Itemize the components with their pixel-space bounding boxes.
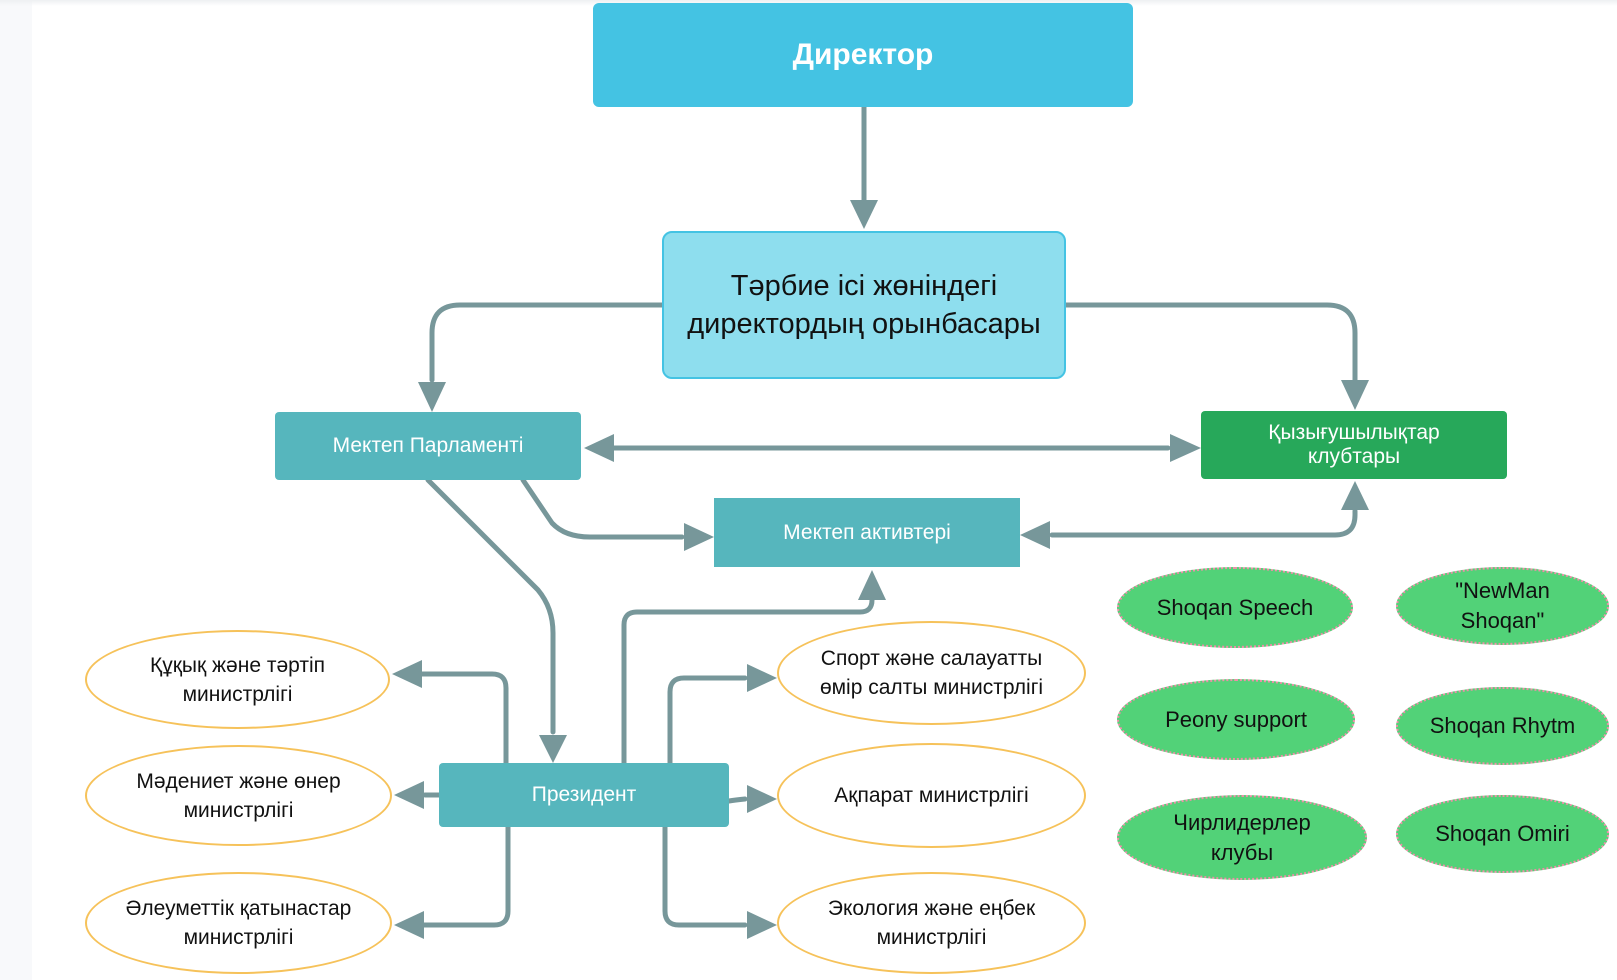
club-item[interactable]: Shoqan Omiri bbox=[1396, 795, 1609, 873]
club-label: Shoqan Rhytm bbox=[1429, 713, 1576, 738]
director-box[interactable]: Директор bbox=[593, 3, 1133, 107]
arrowhead-activists-left bbox=[684, 523, 714, 551]
ministry-social-label: Әлеуметтік қатынастар министрлігі bbox=[125, 897, 352, 949]
arrowhead-parliament-left bbox=[584, 434, 614, 462]
club-label: Shoqan Omiri bbox=[1435, 821, 1570, 846]
president-box[interactable]: Президент bbox=[439, 763, 729, 827]
connector-president-sport bbox=[667, 675, 748, 766]
arrowhead-deputy bbox=[850, 200, 878, 229]
arrowhead-social bbox=[394, 911, 424, 939]
arrowhead-activists-right bbox=[1020, 521, 1050, 549]
ministry-law[interactable]: Құқық және тәртіп министрлігі bbox=[85, 630, 390, 729]
director-label: Директор bbox=[792, 38, 934, 71]
club-label: "NewMan Shoqan" bbox=[1455, 578, 1550, 633]
ministry-ecology-label: Экология және еңбек министрлігі bbox=[827, 897, 1036, 949]
connector-president-social bbox=[421, 824, 511, 928]
connector-president-activists bbox=[621, 597, 875, 766]
club-item[interactable]: Peony support bbox=[1117, 679, 1355, 760]
president-label: Президент bbox=[531, 783, 637, 806]
arrowhead-law bbox=[392, 660, 422, 688]
club-label: Shoqan Speech bbox=[1156, 594, 1314, 620]
connector-president-eco bbox=[662, 824, 748, 928]
school-activists-label: Мектеп активтері bbox=[783, 520, 951, 544]
arrowhead-activists-up bbox=[858, 570, 886, 600]
club-item[interactable]: "NewMan Shoqan" bbox=[1396, 567, 1609, 645]
connector-clubs-activists bbox=[1049, 508, 1358, 538]
arrowhead-clubs-left bbox=[1170, 434, 1201, 462]
arrowhead-president-down bbox=[539, 735, 567, 763]
connector-president-info bbox=[726, 796, 748, 804]
ministry-sport[interactable]: Спорт және салауатты өмір салты министрл… bbox=[777, 621, 1086, 725]
connector-parliament-activists bbox=[520, 477, 685, 540]
school-activists-box[interactable]: Мектеп активтері bbox=[714, 498, 1020, 567]
arrowhead-clubs-up bbox=[1341, 481, 1369, 510]
ministry-social[interactable]: Әлеуметтік қатынастар министрлігі bbox=[85, 872, 392, 974]
school-parliament-label: Мектеп Парламенті bbox=[332, 434, 524, 457]
connector-president-law bbox=[419, 671, 509, 766]
ministry-law-label: Құқық және тәртіп министрлігі bbox=[149, 653, 326, 706]
arrowhead-eco bbox=[747, 911, 777, 939]
arrowhead-clubs bbox=[1341, 380, 1369, 410]
club-item[interactable]: Shoqan Speech bbox=[1117, 567, 1353, 648]
ministry-information-label: Ақпарат министрлігі bbox=[834, 784, 1029, 807]
ministry-ecology[interactable]: Экология және еңбек министрлігі bbox=[777, 872, 1086, 974]
school-parliament-box[interactable]: Мектеп Парламенті bbox=[275, 412, 581, 480]
interest-clubs-label: Қызығушылықтар клубтары bbox=[1268, 421, 1440, 468]
club-item[interactable]: Чирлидерлер клубы bbox=[1117, 795, 1367, 880]
connector-parliament-president bbox=[425, 477, 556, 735]
deputy-director-box[interactable]: Тәрбие ісі жөніндегі директордың орынбас… bbox=[662, 231, 1066, 379]
arrowhead-info bbox=[747, 785, 777, 813]
arrowhead-culture bbox=[394, 781, 424, 809]
connector-deputy-clubs bbox=[1063, 302, 1358, 383]
interest-clubs-box[interactable]: Қызығушылықтар клубтары bbox=[1201, 411, 1507, 479]
ministry-culture-label: Мәдениет және өнер министрлігі bbox=[136, 769, 341, 822]
ministry-culture[interactable]: Мәдениет және өнер министрлігі bbox=[85, 745, 392, 846]
club-item[interactable]: Shoqan Rhytm bbox=[1396, 687, 1609, 765]
left-margin-strip bbox=[0, 0, 32, 980]
ministry-sport-label: Спорт және салауатты өмір салты министрл… bbox=[819, 647, 1044, 699]
arrowhead-sport bbox=[747, 664, 777, 692]
club-label: Peony support bbox=[1165, 706, 1307, 732]
ministry-information[interactable]: Ақпарат министрлігі bbox=[777, 743, 1086, 848]
club-label: Чирлидерлер клубы bbox=[1173, 809, 1311, 865]
deputy-director-label: Тәрбие ісі жөніндегі директордың орынбас… bbox=[687, 270, 1041, 340]
connector-deputy-parliament bbox=[429, 302, 665, 383]
arrowhead-parliament bbox=[418, 382, 446, 412]
